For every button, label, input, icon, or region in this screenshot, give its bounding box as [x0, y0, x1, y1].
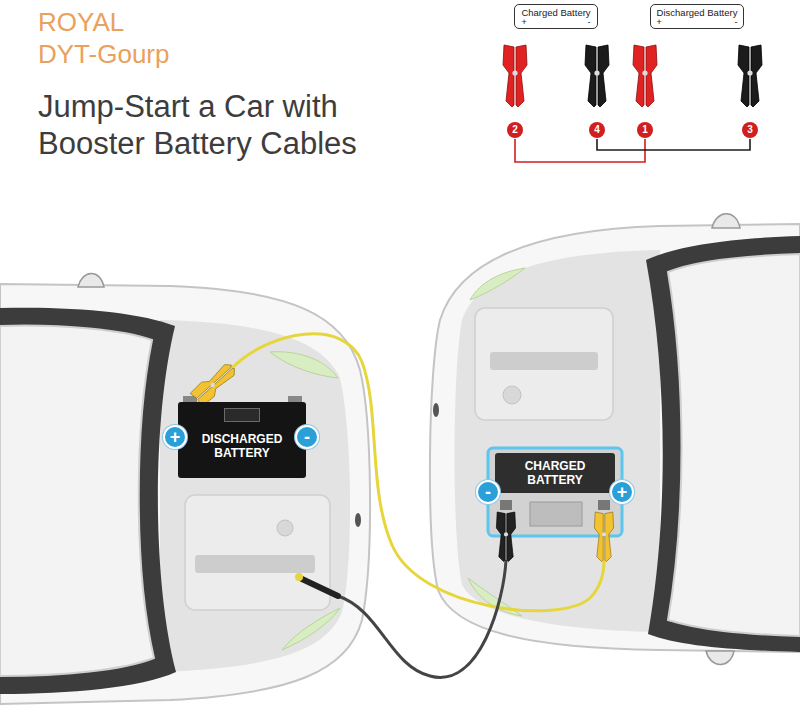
battery: DISCHARGED BATTERY [178, 402, 306, 478]
battery-terminal [598, 500, 610, 510]
battery-text: DISCHARGED BATTERY [190, 432, 294, 460]
mirror [706, 651, 734, 665]
wire [597, 138, 750, 150]
callout-digit: 1 [642, 125, 648, 135]
windshield-frame [0, 308, 176, 694]
callout-digit: 2 [512, 125, 518, 135]
ground-clamp-tip [295, 573, 303, 581]
black-clamp [496, 512, 515, 562]
mirror [712, 214, 740, 228]
red-clamp [633, 45, 657, 107]
windshield-frame [646, 236, 800, 652]
callout-number: 4 [589, 122, 605, 138]
black-clamp [585, 45, 609, 107]
headlight [270, 352, 338, 378]
black-clamp [738, 45, 762, 107]
terminal-sign: + [163, 425, 187, 449]
label-block: ROYAL [38, 8, 124, 38]
polarity-row: +- [657, 18, 738, 27]
polarity-sign: - [485, 483, 491, 501]
windshield-glass [0, 326, 154, 676]
yellow-clamp [190, 360, 240, 407]
ground-clamp [302, 579, 338, 596]
polarity-sign: - [304, 428, 310, 446]
battery-name: Discharged Battery [657, 7, 738, 18]
indicator [355, 513, 361, 527]
battery-terminal [500, 500, 512, 510]
callout-number: 1 [637, 122, 653, 138]
battery-label-box: Discharged Battery+- [650, 4, 745, 29]
car-body [0, 284, 370, 704]
engine-part [503, 386, 521, 404]
engine-part [475, 308, 613, 420]
polarity-sign: + [170, 428, 181, 446]
battery-cap [224, 408, 260, 422]
callout-number: 2 [507, 122, 523, 138]
yellow-clamp [594, 512, 613, 562]
engine-part [185, 495, 330, 610]
polarity-sign: + [521, 18, 526, 27]
brand-text: ROYAL [38, 8, 124, 38]
car-hood [455, 250, 661, 632]
battery-panel [530, 502, 582, 526]
terminal-sign: - [295, 425, 319, 449]
headlight [470, 268, 525, 300]
mirror [78, 273, 104, 287]
callout-digit: 3 [747, 125, 753, 135]
polarity-sign: - [588, 18, 591, 27]
booster-cable [338, 560, 506, 677]
terminal-sign: - [476, 480, 500, 504]
page-title: Jump-Start a Car with Booster Battery Ca… [38, 88, 418, 162]
polarity-sign: + [617, 483, 628, 501]
red-clamp [503, 45, 527, 107]
car-body [430, 224, 800, 652]
polarity-sign: + [657, 18, 662, 27]
battery-label: CHARGED BATTERY [495, 453, 615, 493]
battery-name: Charged Battery [521, 7, 590, 18]
battery-label-box: Charged Battery+- [514, 4, 597, 29]
brand-text: DYT-Gourp [38, 40, 170, 70]
terminal-sign: + [610, 480, 634, 504]
car-hood [160, 320, 350, 672]
engine-part [277, 520, 293, 536]
battery-text: CHARGED BATTERY [518, 459, 592, 487]
engine-part [490, 352, 598, 370]
title-block: Jump-Start a Car with Booster Battery Ca… [38, 88, 418, 162]
polarity-row: +- [521, 18, 590, 27]
windshield-glass [668, 254, 800, 636]
polarity-sign: - [734, 18, 737, 27]
engine-part [195, 555, 315, 573]
callout-digit: 4 [594, 125, 600, 135]
callout-number: 3 [742, 122, 758, 138]
label-block: DYT-Gourp [38, 40, 170, 70]
indicator [433, 403, 439, 417]
headlight [282, 608, 340, 650]
